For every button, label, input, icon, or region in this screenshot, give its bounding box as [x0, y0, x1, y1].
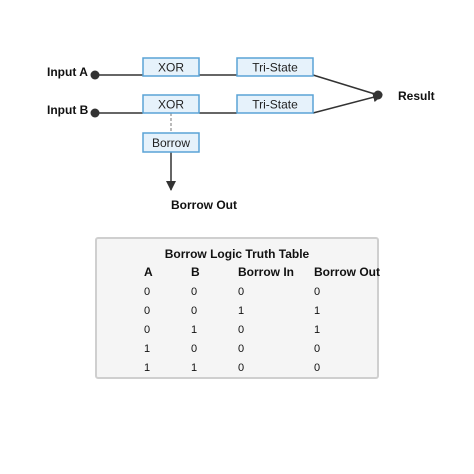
table-cell: 1	[191, 362, 198, 374]
header-borrow-in: Borrow In	[238, 265, 294, 279]
table-cell: 0	[191, 286, 198, 298]
input-a-label: Input A	[47, 65, 88, 79]
header-a: A	[144, 265, 153, 279]
wire-tristate-top-to-result	[312, 74, 379, 96]
table-cell: 0	[238, 343, 245, 355]
wire-tristate-bottom-to-result	[312, 92, 383, 114]
table-cell: 0	[191, 305, 198, 317]
result-label: Result	[398, 89, 435, 103]
table-cell: 0	[144, 286, 151, 298]
svg-text:XOR: XOR	[158, 98, 184, 112]
xor-gate-top: XOR	[142, 57, 200, 77]
borrow-block: Borrow	[142, 132, 200, 153]
tristate-buffer-bottom: Tri-State	[236, 94, 314, 114]
table-cell: 1	[238, 305, 245, 317]
svg-text:XOR: XOR	[158, 61, 184, 75]
table-cell: 0	[238, 362, 245, 374]
table-cell: 1	[144, 343, 151, 355]
tristate-buffer-top: Tri-State	[236, 57, 314, 77]
table-cell: 0	[238, 324, 245, 336]
table-cell: 1	[144, 362, 151, 374]
svg-text:Tri-State: Tri-State	[252, 98, 298, 112]
xor-gate-bottom: XOR	[142, 94, 200, 114]
table-cell: 1	[191, 324, 198, 336]
input-a-terminal	[90, 70, 100, 80]
table-cell: 0	[144, 324, 151, 336]
svg-text:Tri-State: Tri-State	[252, 61, 298, 75]
result-terminal	[373, 90, 383, 100]
truth-table-title: Borrow Logic Truth Table	[164, 247, 310, 261]
borrow-out-label: Borrow Out	[171, 198, 237, 212]
table-cell: 0	[191, 343, 198, 355]
input-b-label: Input B	[47, 103, 89, 117]
truth-table: Borrow Logic Truth Table A B Borrow In B…	[95, 237, 380, 379]
table-cell: 0	[314, 362, 321, 374]
header-b: B	[191, 265, 200, 279]
table-cell: 0	[314, 343, 321, 355]
input-b-terminal	[90, 108, 100, 118]
table-cell: 0	[144, 305, 151, 317]
table-cell: 1	[314, 324, 321, 336]
table-cell: 0	[314, 286, 321, 298]
svg-text:Borrow: Borrow	[152, 136, 190, 150]
header-borrow-out: Borrow Out	[314, 265, 380, 279]
table-cell: 1	[314, 305, 321, 317]
table-cell: 0	[238, 286, 245, 298]
